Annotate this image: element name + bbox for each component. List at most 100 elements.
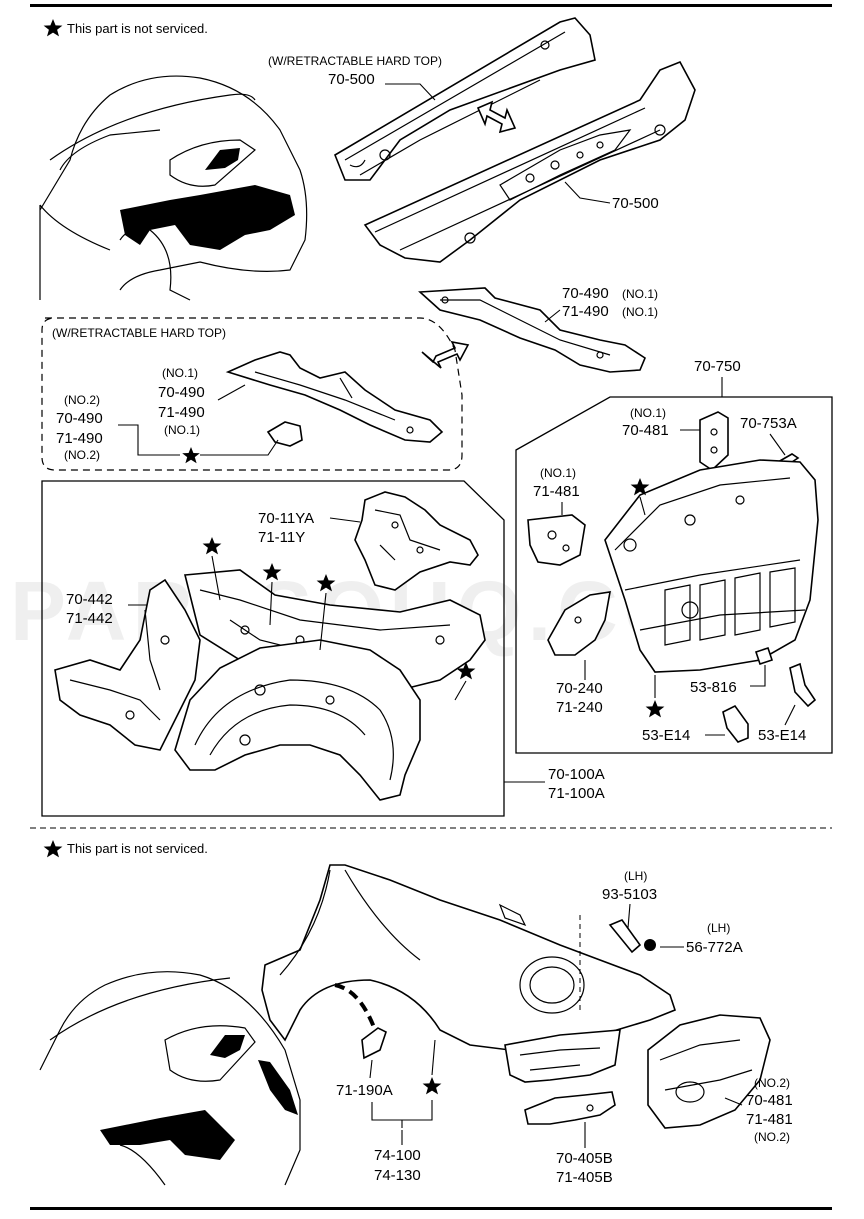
label-53-e14-b: 53-E14 (758, 727, 806, 744)
leader-71-190a (369, 1059, 433, 1128)
label-70-490-r: 70-490 (562, 285, 609, 302)
leader-53-816 (750, 665, 766, 687)
label-no2-d: (NO.2) (754, 1130, 790, 1144)
rht-option-box (41, 317, 463, 471)
label-71-490-r: 71-490 (562, 303, 609, 320)
label-53-e14-a: 53-E14 (642, 727, 690, 744)
label-70-500-b: 70-500 (612, 195, 659, 212)
part-53-816 (754, 646, 774, 666)
part-70-100a (174, 639, 421, 801)
label-71-490-m: 71-490 (158, 404, 205, 421)
star-icon (262, 563, 282, 581)
star-icon (456, 662, 476, 680)
label-71-405b: 71-405B (556, 1169, 613, 1186)
label-70-481-b: 70-481 (746, 1092, 793, 1109)
label-70-490-m: 70-490 (158, 384, 205, 401)
part-93-5103 (608, 919, 642, 954)
leader-70-753a (769, 433, 786, 456)
label-lh-a: (LH) (624, 869, 647, 883)
star-icon (630, 478, 650, 496)
label-70-405b: 70-405B (556, 1150, 613, 1167)
part-70-11ya (354, 491, 479, 591)
swap-arrow-icon-2 (421, 340, 470, 369)
label-74-130: 74-130 (374, 1167, 421, 1184)
star-icon (422, 1077, 442, 1095)
part-70-500 (363, 60, 696, 263)
label-lh-b: (LH) (707, 921, 730, 935)
star-icon (182, 447, 200, 464)
part-74-100-quarter-panel (261, 864, 676, 1051)
part-71-190a (361, 1027, 387, 1060)
swap-arrow-icon (476, 100, 517, 134)
label-71-490-r-q: (NO.1) (622, 305, 658, 319)
part-56-772a (644, 939, 656, 951)
leader-53-e14-b (784, 704, 796, 726)
label-74-100: 74-100 (374, 1147, 421, 1164)
top-rule (30, 4, 832, 7)
label-no1-b: (NO.1) (164, 423, 200, 437)
star-icon (645, 700, 665, 718)
part-70-490-rht (225, 351, 444, 443)
leader-star-74 (431, 1039, 436, 1076)
label-no1-a: (NO.1) (162, 366, 198, 380)
leader-70-11ya (329, 517, 361, 523)
part-53-e14-a (722, 704, 749, 743)
label-no1-d: (NO.1) (540, 466, 576, 480)
label-70-481: 70-481 (622, 422, 669, 439)
label-71-481-b: 71-481 (746, 1111, 793, 1128)
label-53-816: 53-816 (690, 679, 737, 696)
leader-70-490-r (544, 309, 561, 323)
label-no1-c: (NO.1) (630, 406, 666, 420)
car-rear-illustration-bottom (39, 971, 301, 1186)
label-70-11ya: 70-11YA (258, 510, 314, 527)
note-bottom: This part is not serviced. (43, 840, 208, 858)
leaders-stars-mid (211, 555, 467, 701)
leader-70-500-a (385, 83, 436, 101)
car-rear-illustration-top (39, 75, 308, 301)
part-quarter-inner (504, 1029, 621, 1083)
note-text: This part is not serviced. (67, 21, 208, 36)
label-no2-c: (NO.2) (754, 1076, 790, 1090)
star-icon (316, 574, 336, 592)
leader-star-70-750 (639, 496, 646, 516)
label-rht-top: (W/RETRACTABLE HARD TOP) (268, 54, 442, 68)
leader-70-490-l (118, 424, 279, 456)
label-70-753a: 70-753A (740, 415, 797, 432)
part-70-481-no1 (699, 411, 729, 472)
part-70-405b (524, 1091, 616, 1125)
leader-93-5103 (627, 903, 631, 929)
part-53-e14-b (789, 662, 817, 708)
arch-trim-line (334, 983, 377, 1031)
label-no2-b: (NO.2) (64, 448, 100, 462)
label-71-190a: 71-190A (336, 1082, 393, 1099)
part-70-481-no2 (647, 1014, 771, 1129)
label-70-442: 70-442 (66, 591, 113, 608)
part-70-442 (54, 578, 201, 751)
label-93-5103: 93-5103 (602, 886, 657, 903)
part-70-500-rht (334, 17, 596, 181)
label-70-490-l: 70-490 (56, 410, 103, 427)
leader-70-490-m (217, 384, 246, 401)
leader-70-500-b (564, 181, 611, 204)
label-70-750: 70-750 (694, 358, 741, 375)
part-70-240 (547, 591, 611, 656)
label-71-442: 71-442 (66, 610, 113, 627)
leader-70-481-b (724, 1097, 743, 1106)
part-bracket-rht (266, 421, 303, 447)
label-rht-box: (W/RETRACTABLE HARD TOP) (52, 326, 226, 340)
star-icon (43, 19, 63, 37)
part-71-481-no1 (527, 514, 586, 566)
star-icon (43, 840, 63, 858)
part-70-750 (604, 459, 819, 673)
label-56-772a: 56-772A (686, 939, 743, 956)
note-top: This part is not serviced. (43, 19, 208, 37)
label-70-490-r-q: (NO.1) (622, 287, 658, 301)
label-71-11y: 71-11Y (258, 529, 305, 546)
label-70-240: 70-240 (556, 680, 603, 697)
star-icon (202, 537, 222, 555)
label-71-481: 71-481 (533, 483, 580, 500)
bottom-rule (30, 1207, 832, 1210)
part-70-490-no1 (418, 287, 646, 373)
